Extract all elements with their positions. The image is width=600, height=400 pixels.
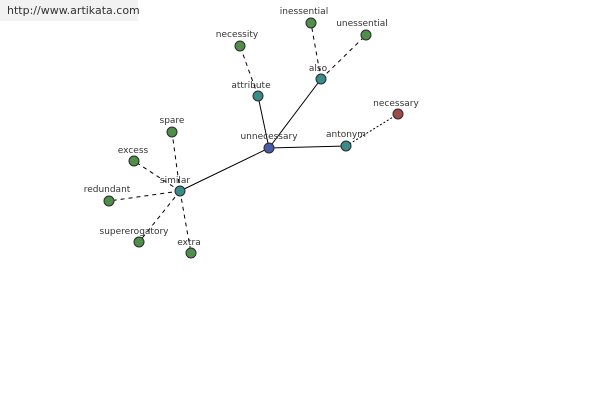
node-circle-extra[interactable] [185,247,197,259]
node-circle-inessential[interactable] [305,17,317,29]
edge-similar-supererogatory [138,190,181,243]
node-unessential[interactable]: unessential [336,19,388,41]
node-label-redundant: redundant [84,185,131,195]
node-label-similar: similar [160,176,190,186]
node-label-supererogatory: supererogatory [100,227,170,237]
node-circle-supererogatory[interactable] [133,236,145,248]
node-necessity[interactable]: necessity [216,30,259,52]
node-label-spare: spare [160,116,185,126]
nodes-layer: unnecessary similar attribute also antonym sp… [84,7,419,259]
node-circle-similar[interactable] [174,185,186,197]
edge-also-unessential [320,34,367,80]
node-also[interactable]: also [309,64,328,85]
edge-similar-extra [179,190,192,254]
edge-unnecessary-also [268,78,322,149]
node-redundant[interactable]: redundant [84,185,131,207]
node-spare[interactable]: spare [160,116,185,138]
source-url-link[interactable]: http://www.artikata.com [0,0,140,21]
node-antonym[interactable]: antonym [326,130,366,152]
node-circle-attribute[interactable] [252,90,264,102]
node-circle-unessential[interactable] [360,29,372,41]
node-supererogatory[interactable]: supererogatory [100,227,170,248]
node-circle-necessary[interactable] [392,108,404,120]
edge-attribute-necessity [239,45,259,97]
edge-similar-spare [171,131,181,192]
node-circle-redundant[interactable] [103,195,115,207]
edge-unnecessary-attribute [257,95,270,149]
node-circle-also[interactable] [315,73,327,85]
edge-unnecessary-similar [179,147,270,192]
node-label-inessential: inessential [280,7,328,17]
node-circle-necessity[interactable] [234,40,246,52]
node-similar[interactable]: similar [160,176,190,197]
node-inessential[interactable]: inessential [280,7,328,29]
node-extra[interactable]: extra [177,238,201,259]
node-excess[interactable]: excess [118,146,149,167]
edge-similar-excess [133,160,181,192]
node-label-attribute: attribute [231,81,271,91]
node-label-unessential: unessential [336,19,388,29]
node-label-also: also [309,64,328,74]
edges-layer [108,22,399,254]
edge-similar-redundant [108,190,181,202]
node-necessary[interactable]: necessary [373,99,419,120]
node-label-necessary: necessary [373,99,419,109]
node-circle-excess[interactable] [128,155,140,167]
node-unnecessary[interactable]: unnecessary [240,132,298,154]
node-label-necessity: necessity [216,30,259,40]
node-label-antonym: antonym [326,130,366,140]
node-label-extra: extra [177,238,200,248]
node-circle-spare[interactable] [166,126,178,138]
edge-unnecessary-antonym [268,145,347,149]
node-label-unnecessary: unnecessary [240,132,298,142]
edge-also-inessential [310,22,322,80]
node-attribute[interactable]: attribute [231,81,271,102]
node-label-excess: excess [118,146,149,156]
node-circle-unnecessary[interactable] [263,142,275,154]
node-circle-antonym[interactable] [340,140,352,152]
